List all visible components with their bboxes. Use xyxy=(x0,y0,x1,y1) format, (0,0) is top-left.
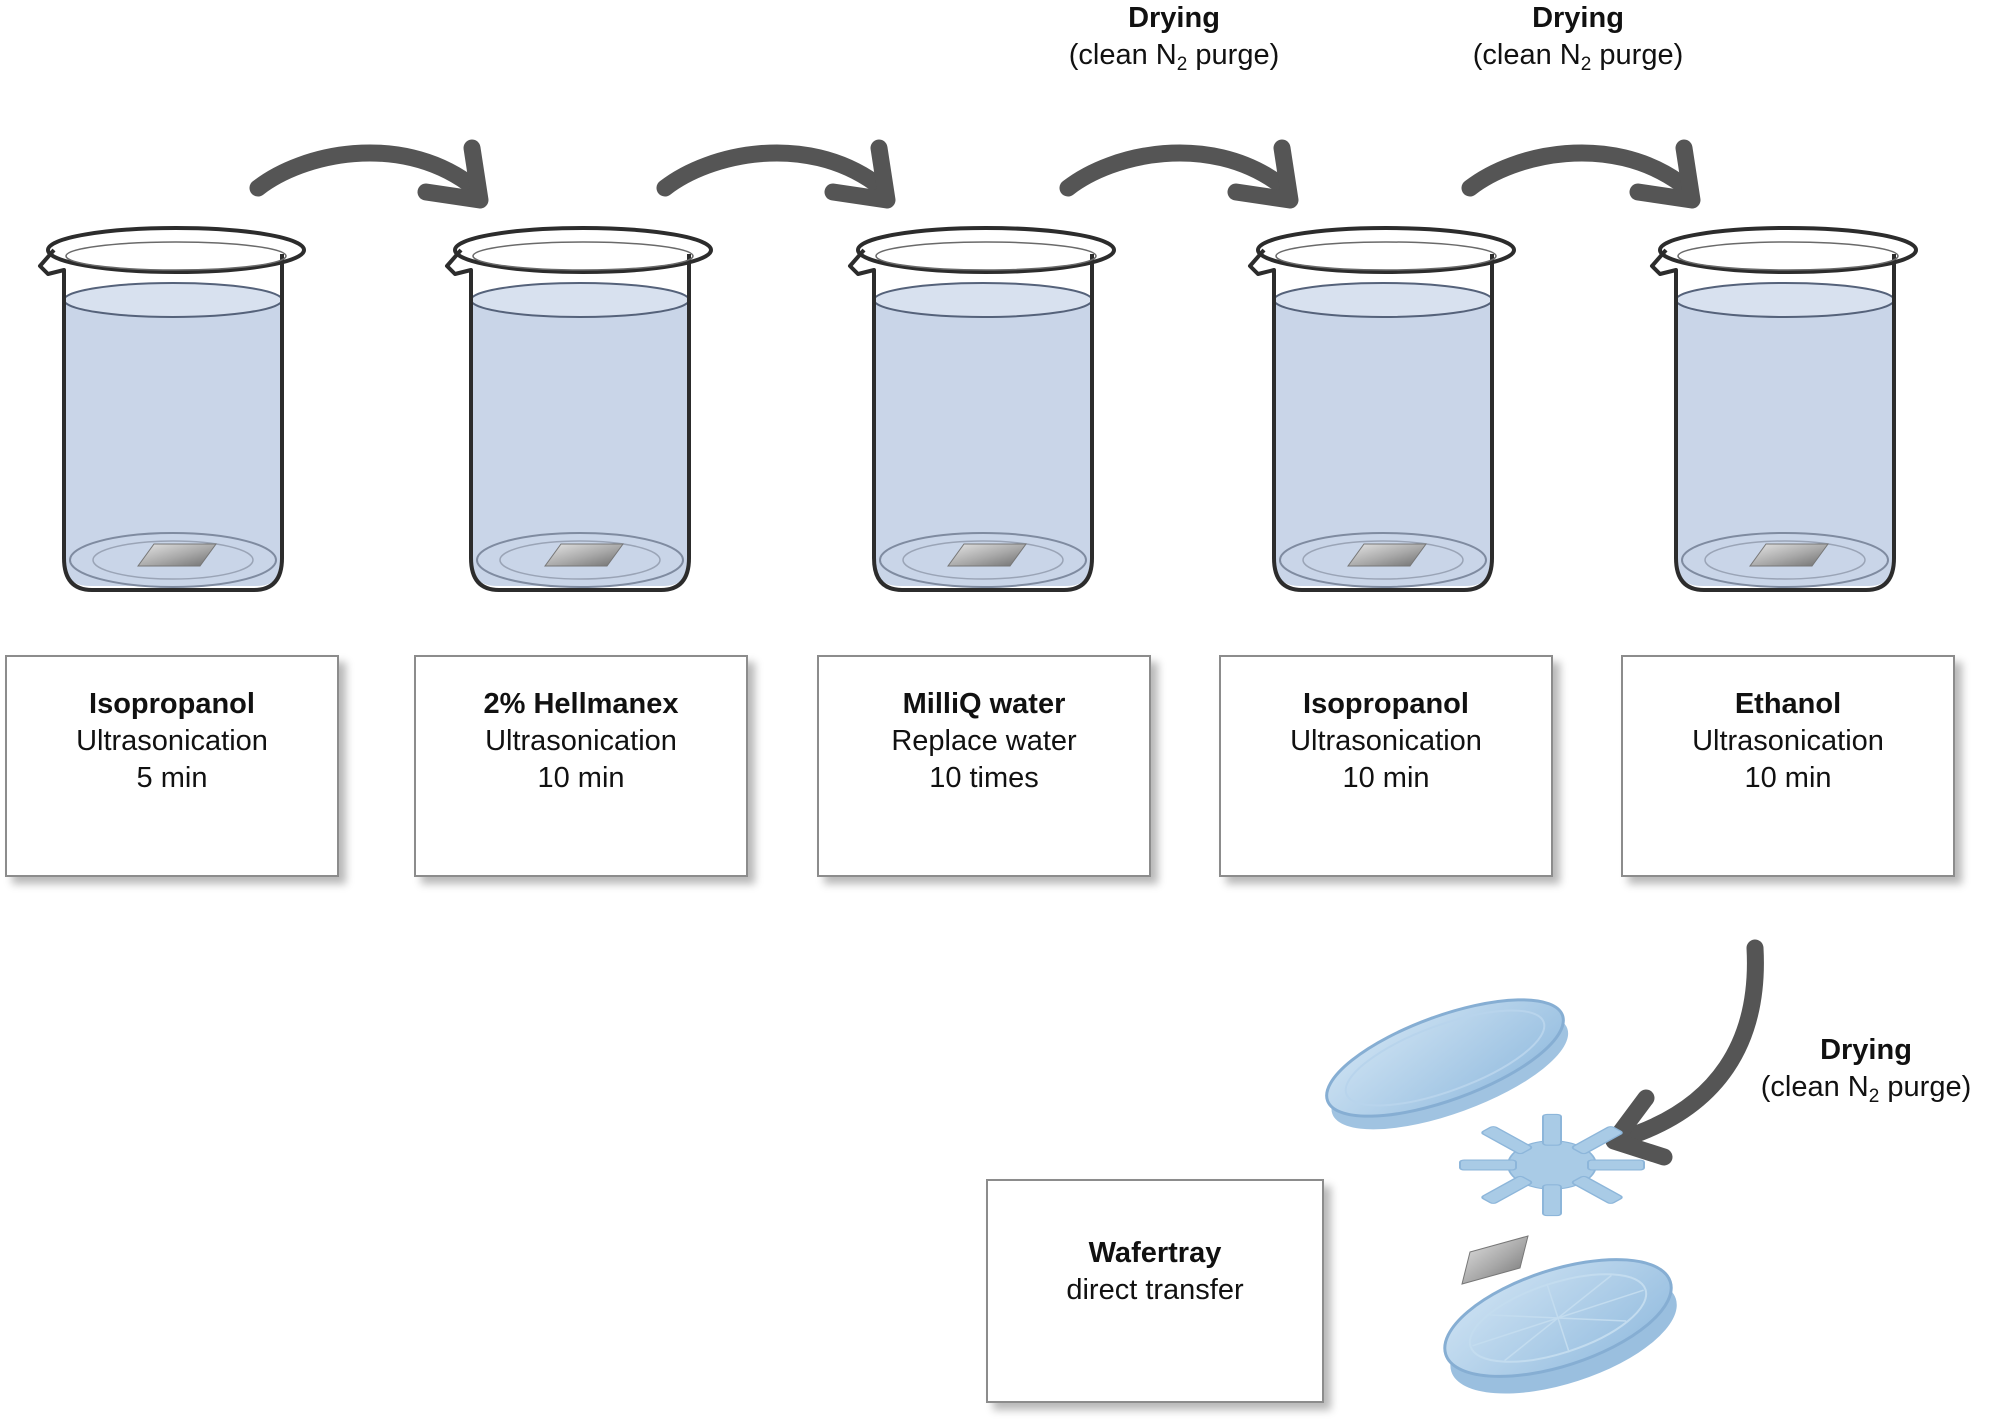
step-box-1: Isopropanol Ultrasonication 5 min xyxy=(5,655,339,877)
step-box-4: Isopropanol Ultrasonication 10 min xyxy=(1219,655,1553,877)
step-duration: 10 times xyxy=(929,762,1039,794)
step-title: 2% Hellmanex xyxy=(483,688,679,720)
step-title: Isopropanol xyxy=(1303,688,1469,720)
drying-heading: Drying xyxy=(1820,1034,1912,1066)
beaker-2 xyxy=(445,226,713,592)
step-method: Ultrasonication xyxy=(1692,725,1884,757)
arrow-step-3-to-4 xyxy=(1068,148,1290,200)
step-duration: 5 min xyxy=(136,762,208,794)
step-method: Replace water xyxy=(891,725,1077,757)
wafer-tray-illustration xyxy=(1325,998,1677,1394)
arrow-step-5-to-tray xyxy=(1605,939,1764,1166)
step-box-2: 2% Hellmanex Ultrasonication 10 min xyxy=(414,655,748,877)
wafertray-box: Wafertray direct transfer xyxy=(986,1179,1324,1403)
step-method: Ultrasonication xyxy=(485,725,677,757)
beaker-1 xyxy=(38,226,306,592)
drying-description: (clean N2 purge) xyxy=(1068,39,1280,75)
drying-label-3: Drying (clean N2 purge) xyxy=(1736,1032,1996,1106)
step-title: Isopropanol xyxy=(89,688,255,720)
step-duration: 10 min xyxy=(537,762,625,794)
arrow-step-2-to-3 xyxy=(665,148,887,200)
step-box-3: MilliQ water Replace water 10 times xyxy=(817,655,1151,877)
arrow-step-4-to-5 xyxy=(1470,148,1692,200)
drying-description: (clean N2 purge) xyxy=(1472,39,1684,75)
beaker-3 xyxy=(848,226,1116,592)
beaker-4 xyxy=(1248,226,1516,592)
wafertray-method: direct transfer xyxy=(1066,1274,1244,1306)
step-method: Ultrasonication xyxy=(76,725,268,757)
arrow-step-1-to-2 xyxy=(258,148,480,200)
step-duration: 10 min xyxy=(1744,762,1832,794)
step-method: Ultrasonication xyxy=(1290,725,1482,757)
drying-label-2: Drying (clean N2 purge) xyxy=(1448,0,1708,74)
step-title: MilliQ water xyxy=(902,688,1066,720)
drying-label-1: Drying (clean N2 purge) xyxy=(1044,0,1304,74)
drying-heading: Drying xyxy=(1128,2,1220,34)
step-box-5: Ethanol Ultrasonication 10 min xyxy=(1621,655,1955,877)
beaker-5 xyxy=(1650,226,1918,592)
drying-description: (clean N2 purge) xyxy=(1760,1071,1972,1107)
step-duration: 10 min xyxy=(1342,762,1430,794)
wafertray-title: Wafertray xyxy=(1088,1237,1222,1269)
step-title: Ethanol xyxy=(1734,688,1842,720)
drying-heading: Drying xyxy=(1532,2,1624,34)
